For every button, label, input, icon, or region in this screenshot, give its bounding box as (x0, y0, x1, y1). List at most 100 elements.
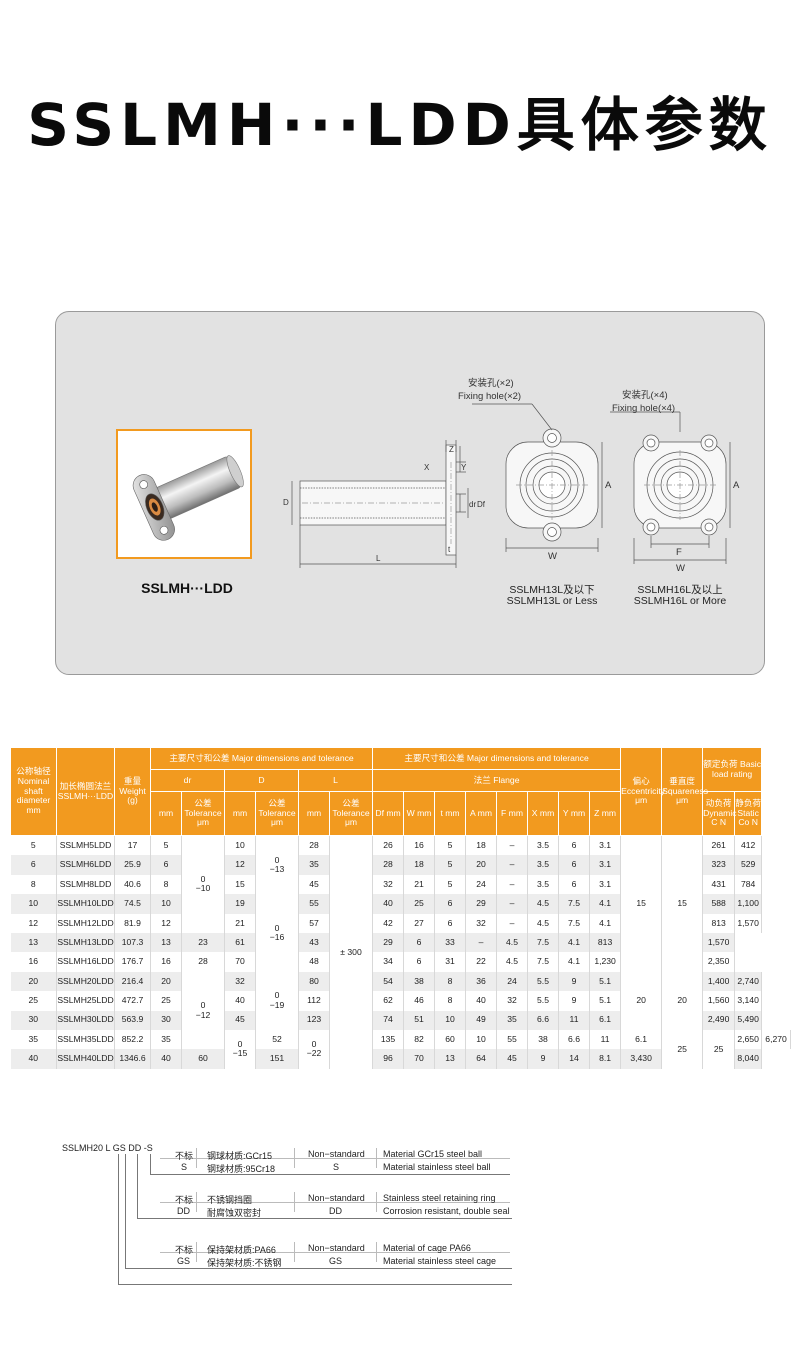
cell-dynamic: 3,430 (620, 1049, 663, 1069)
cell-f: – (496, 835, 529, 856)
cell-y: 6 (558, 874, 591, 895)
code-g2-r1-c4: Stainless steel retaining ring (383, 1193, 496, 1203)
cell-L-mm: 70 (224, 952, 256, 972)
cell-df: 32 (372, 874, 405, 895)
dim-d: D (283, 498, 289, 507)
cell-D-mm: 28 (181, 952, 225, 972)
cell-y: 7.5 (558, 913, 591, 933)
cell-z: 3.1 (589, 835, 622, 856)
cell-eccentricity: 15 (620, 835, 663, 972)
cell-static: 3,140 (734, 991, 763, 1011)
cell-y: 9 (558, 971, 591, 992)
technical-drawing: D L Z X Y dr Df t (283, 377, 740, 574)
header-D: D (224, 769, 299, 792)
cell-t: 13 (434, 1049, 467, 1069)
code-g1-r1-c3: Non−standard (308, 1149, 365, 1159)
bearing-photo-icon (132, 455, 244, 541)
cell-x: 6.6 (527, 1010, 560, 1030)
cell-x: 4.5 (496, 952, 529, 972)
code-g1-r2-c1: S (181, 1162, 188, 1172)
cell-shaft: 25 (10, 991, 57, 1011)
cell-shaft: 40 (10, 1049, 57, 1069)
dim-x: X (424, 463, 430, 472)
cell-D-mm: 19 (224, 894, 256, 914)
cell-weight: 472.7 (114, 991, 151, 1011)
cell-df: 74 (372, 1010, 405, 1030)
cell-x: 5.5 (527, 991, 560, 1011)
cell-D-tolerance: 0−22 (298, 1029, 330, 1069)
cell-D-tolerance-top: 0 (274, 854, 280, 865)
cell-a: 20 (465, 855, 498, 875)
cell-t: 5 (434, 855, 467, 875)
cell-D-mm: 32 (224, 971, 256, 992)
cell-weight: 176.7 (114, 952, 151, 972)
code-g3-r2-c4: Material stainless steel cage (383, 1256, 497, 1266)
cell-x: 3.5 (527, 835, 560, 856)
page-title: SSLMH···LDD具体参数 (27, 91, 773, 159)
cell-a: 32 (465, 913, 498, 933)
cell-w: 34 (372, 952, 405, 972)
code-g3-r2-c3: GS (329, 1256, 343, 1266)
cell-weight: 107.3 (114, 932, 151, 953)
cell-y: 11 (589, 1029, 622, 1050)
cell-model: SSLMH25LDD (56, 991, 115, 1011)
cell-f: 32 (496, 991, 529, 1011)
cell-z: 6.1 (589, 1010, 622, 1030)
cell-a: 33 (434, 932, 467, 953)
cell-df: 54 (372, 971, 405, 992)
header-eccentricity: 偏心 Eccentricity μm (620, 747, 665, 836)
header-squareness: 垂直度 Squareness μm (661, 747, 708, 836)
cell-w: 25 (403, 894, 436, 914)
cell-dynamic: 1,230 (589, 952, 622, 972)
cell-D-mm: 23 (181, 932, 225, 953)
cell-shaft: 35 (10, 1029, 57, 1050)
header-model: 加长椭圆法兰 SSLMH···LDD (56, 747, 115, 836)
cell-D-tolerance-bottom: −19 (269, 999, 285, 1010)
cell-y: 9 (558, 991, 591, 1011)
cell-y: 6 (558, 835, 591, 856)
dim-df: Df (477, 500, 486, 509)
cell-z: 8.1 (589, 1049, 622, 1069)
code-g1-r1-c1: 不标 (175, 1151, 194, 1161)
cell-dr-tolerance: 0−10 (181, 835, 225, 933)
cell-model: SSLMH10LDD (56, 894, 115, 914)
cell-L-mm: 28 (298, 835, 330, 856)
header-dr: dr (150, 769, 225, 792)
cell-model: SSLMH6LDD (56, 855, 115, 875)
code-g2-r1-c1: 不标 (175, 1195, 194, 1205)
right-dim-a: A (733, 480, 740, 491)
right-dim-f: F (676, 547, 682, 558)
cell-f: – (496, 913, 529, 933)
cell-dynamic: 1,560 (702, 991, 736, 1011)
cell-t: 6 (434, 913, 467, 933)
code-g1-r2-c2: 钢球材质:95Cr18 (207, 1164, 276, 1174)
cell-D-mm: 21 (224, 913, 256, 933)
cell-weight: 563.9 (114, 1010, 151, 1030)
cell-dr-mm: 16 (150, 952, 182, 972)
cell-L-mm: 135 (372, 1029, 405, 1050)
right-hole-cn: 安装孔(×4) (622, 389, 668, 401)
header-z: Z mm (589, 791, 622, 836)
cell-a: 40 (465, 991, 498, 1011)
code-g1-r1-c4: Material GCr15 steel ball (383, 1149, 483, 1159)
cell-f: 22 (465, 952, 498, 972)
cell-w: 16 (403, 835, 436, 856)
header-major-1: 主要尺寸和公差 Major dimensions and tolerance (149, 747, 374, 770)
header-D-mm: mm (224, 791, 256, 836)
cell-D-tolerance-top: 0 (274, 922, 280, 933)
cell-D-mm: 40 (224, 991, 256, 1011)
cell-f: – (465, 932, 498, 953)
cell-df: 42 (372, 913, 405, 933)
dim-z: Z (449, 445, 454, 454)
left-dim-a: A (605, 480, 612, 491)
cell-weight: 74.5 (114, 894, 151, 914)
dim-l: L (376, 554, 381, 563)
cell-shaft: 30 (10, 1010, 57, 1030)
right-caption-2: SSLMH16L or More (633, 595, 727, 607)
left-caption-1: SSLMH13L及以下 (509, 584, 595, 596)
header-weight: 重量 Weight (g) (114, 747, 151, 836)
code-g1-r1-c2: 钢球材质:GCr15 (207, 1151, 273, 1161)
